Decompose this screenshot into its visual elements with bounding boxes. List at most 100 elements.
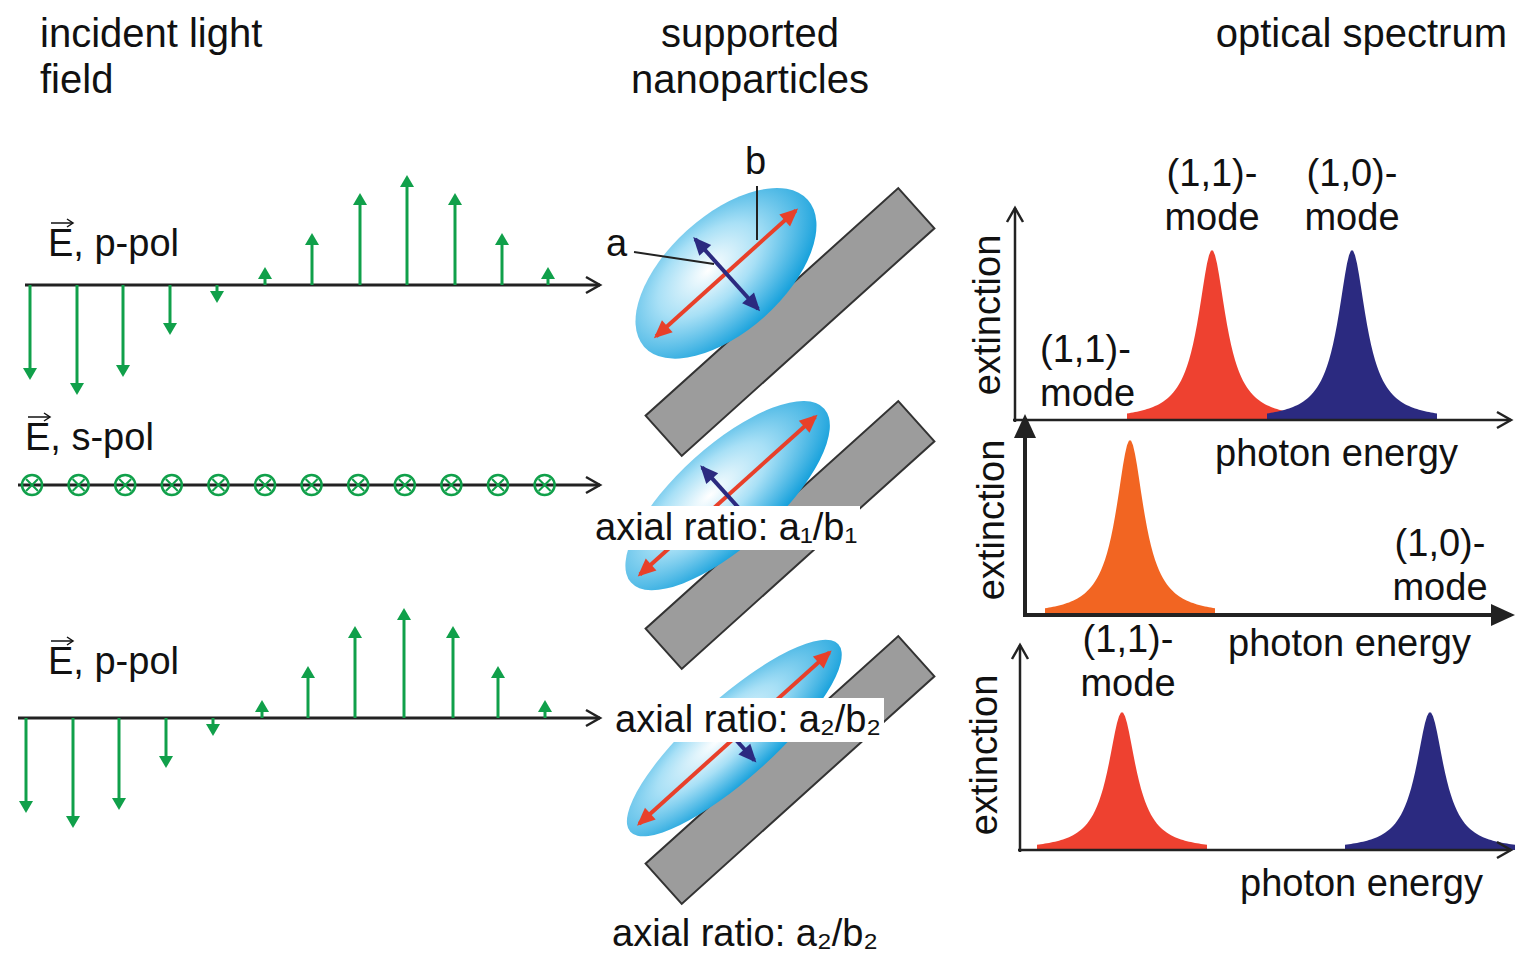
field-vector [122,285,125,365]
field-vector [406,187,409,285]
field-vector-into-page [539,479,551,491]
short-axis-arrow [695,239,758,309]
field-vector [497,678,500,718]
field-vector-head [397,608,411,620]
field-vector-into-page [399,479,411,491]
field-vector-into-page [492,479,504,491]
field-vector-head [210,291,224,303]
field-vector-into-page [255,475,275,495]
mode-label: (1,1)-mode [1157,152,1267,239]
long-axis-arrow [656,210,796,336]
field-vector [76,285,79,383]
spectrum-axis [1014,208,1017,422]
field-vector-into-page [166,479,178,491]
axial-ratio-label: axial ratio: a₁/b₁ [592,506,860,550]
field-vector-head [258,267,272,279]
nanoparticle [605,157,846,390]
field-vector-into-page [119,479,131,491]
field-vector-into-page [115,475,135,495]
resonance-peak [1045,441,1215,615]
field-vector [452,638,455,718]
field-vector [29,285,32,368]
field-vector-into-page [259,479,271,491]
field-vector-head [305,233,319,245]
field-vector [212,718,215,724]
field-vector [118,718,121,798]
field-vector-head [538,700,552,712]
resonance-peak [1037,712,1207,850]
field-vector [307,678,310,718]
supported-particle [583,331,935,668]
field-vector-into-page [348,475,368,495]
field-vector-into-page [441,475,461,495]
field-vector-into-page [162,475,182,495]
column-heading: optical spectrum [1216,10,1507,56]
field-vector [501,245,504,285]
field-vector-head [112,798,126,810]
field-vector [359,205,362,285]
field-vector-into-page [535,475,555,495]
supported-particle [572,106,934,455]
field-vector [354,638,357,718]
field-vector-into-page [395,475,415,495]
field-vector-head [495,233,509,245]
axis-title: photon energy [1240,862,1483,906]
propagation-axis [18,484,600,487]
axis-title: extinction [970,440,1014,601]
axial-ratio-label: axial ratio: a₂/b₂ [612,698,884,742]
field-vector-head [541,267,555,279]
field-vector [72,718,75,816]
nanoparticle [598,371,858,619]
field-vector-head [70,383,84,395]
field-label: E, p-pol [48,222,179,266]
field-vector-head [301,666,315,678]
field-vector-into-page [302,475,322,495]
field-vector-into-page [26,479,38,491]
spectrum-axis [1018,849,1511,852]
axial-ratio-label: axial ratio: a₂/b₂ [612,912,878,956]
resonance-peak [1267,251,1437,420]
field-vector [165,718,168,756]
field-vector-into-page [22,475,42,495]
field-vector-into-page [69,475,89,495]
field-vector-head [23,368,37,380]
field-label: E, s-pol [25,416,154,460]
field-vector-into-page [306,479,318,491]
resonance-peak [1127,251,1297,420]
field-vector [216,285,219,291]
mode-label: (1,0)-mode [1297,152,1407,239]
field-vector-head [400,175,414,187]
field-vector-head [116,365,130,377]
axis-title: photon energy [1215,432,1458,476]
supported-particle [596,581,934,904]
field-vector-head [255,700,269,712]
field-vector-head [446,626,460,638]
axis-title: extinction [966,235,1010,396]
mode-label: (1,0)-mode [1385,522,1495,609]
axis-name: a [606,222,627,266]
mode-label: (1,1)-mode [1040,328,1150,415]
leader-line [634,252,714,264]
field-vector-head [163,323,177,335]
field-vector-into-page [488,475,508,495]
field-vector [261,712,264,718]
spectrum-axis [1023,418,1027,617]
field-vector-head [159,756,173,768]
resonance-peak [1345,712,1515,850]
field-vector [454,205,457,285]
spectrum-axis [1023,613,1511,617]
axis-title: photon energy [1228,622,1471,666]
mode-label: (1,1)-mode [1073,618,1183,705]
field-vector-head [353,193,367,205]
field-vector [25,718,28,801]
column-heading: incident light field [40,10,310,102]
field-vector [264,279,267,285]
field-vector-head [448,193,462,205]
field-vector-into-page [445,479,457,491]
field-vector-into-page [352,479,364,491]
field-vector [544,712,547,718]
spectrum-axis [1019,645,1022,852]
field-vector-head [491,666,505,678]
field-vector-head [206,724,220,736]
